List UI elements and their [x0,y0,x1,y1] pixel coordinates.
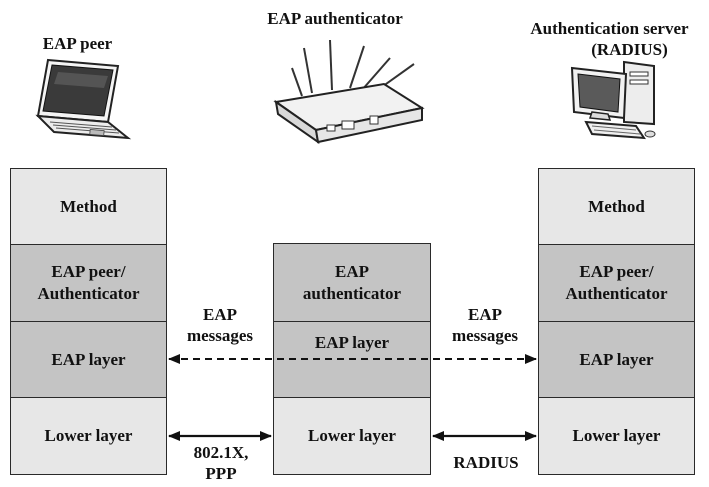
mid-eap-layer: EAP layer [273,321,431,398]
left-lower-layer: Lower layer [10,397,167,475]
eap-messages-label-right: EAP messages [435,304,535,346]
left-method-layer: Method [10,168,167,245]
mid-lower-layer: Lower layer [273,397,431,475]
link-label-radius: RADIUS [453,453,519,472]
right-peer-authenticator-layer: EAP peer/ Authenticator [538,244,695,322]
eap-peer-label: EAP peer [42,34,113,53]
right-method-layer: Method [538,168,695,245]
left-peer-authenticator-layer: EAP peer/ Authenticator [10,244,167,322]
right-eap-layer: EAP layer [538,321,695,398]
auth-server-label: Authentication server (RADIUS) [510,18,709,60]
right-lower-layer: Lower layer [538,397,695,475]
mid-authenticator-layer: EAP authenticator [273,243,431,322]
left-eap-layer: EAP layer [10,321,167,398]
auth-server-label-line1: Authentication server [530,19,689,38]
auth-server-label-line2: (RADIUS) [591,40,668,59]
eap-authenticator-label: EAP authenticator [267,9,403,28]
eap-messages-label-left: EAP messages [170,304,270,346]
link-label-802-ppp: 802.1X, PPP [193,443,249,483]
